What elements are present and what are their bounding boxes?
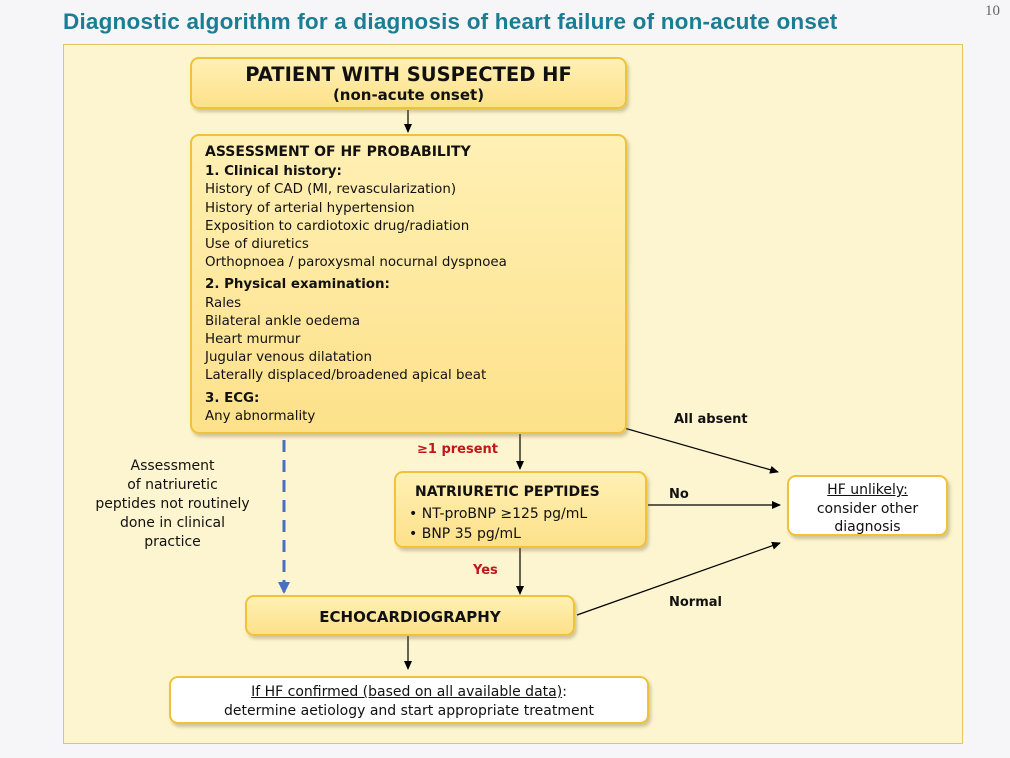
echo-label: ECHOCARDIOGRAPHY xyxy=(319,608,501,626)
final-line-2: determine aetiology and start appropriat… xyxy=(224,702,594,719)
clinical-history-item: Orthopnoea / paroxysmal nocurnal dyspnoe… xyxy=(205,255,507,271)
hf-unlikely-line: consider other xyxy=(816,500,919,517)
ecg-item: Any abnormality xyxy=(205,408,316,424)
assessment-heading: ASSESSMENT OF HF PROBABILITY xyxy=(205,144,471,160)
normal-label: Normal xyxy=(669,595,722,610)
side-note-line: practice xyxy=(144,534,201,550)
natriuretic-peptides-box: NATRIURETIC PEPTIDES NT-proBNP ≥125 pg/m… xyxy=(394,471,647,548)
side-note-line: peptides not routinely xyxy=(95,496,250,512)
physical-exam-item: Laterally displaced/broadened apical bea… xyxy=(205,368,487,384)
physical-exam-item: Heart murmur xyxy=(205,332,301,348)
hf-confirmed-box: If HF confirmed (based on all available … xyxy=(169,676,649,724)
hf-unlikely-line: diagnosis xyxy=(834,519,901,535)
arrow-all-absent xyxy=(623,427,779,474)
clinical-history-item: Exposition to cardiotoxic drug/radiation xyxy=(205,218,470,234)
peptides-item: NT-proBNP ≥125 pg/mL xyxy=(409,504,645,524)
clinical-history-item: History of arterial hypertension xyxy=(205,200,415,216)
no-label: No xyxy=(669,487,689,502)
physical-exam-item: Jugular venous dilatation xyxy=(205,350,372,366)
one-present-label: ≥1 present xyxy=(417,442,499,457)
physical-exam-item: Bilateral ankle oedema xyxy=(205,313,361,329)
hf-unlikely-box: HF unlikely: consider other diagnosis xyxy=(787,475,948,536)
final-colon: : xyxy=(562,684,567,700)
hf-unlikely-heading: HF unlikely: xyxy=(827,482,908,498)
side-note-line: done in clinical xyxy=(119,515,225,531)
clinical-history-heading: 1. Clinical history: xyxy=(205,164,342,180)
physical-exam-item: Rales xyxy=(205,295,242,311)
clinical-history-item: History of CAD (MI, revascularization) xyxy=(205,182,457,198)
peptides-heading: NATRIURETIC PEPTIDES xyxy=(415,484,600,500)
physical-exam-heading: 2. Physical examination: xyxy=(205,277,390,293)
all-absent-label: All absent xyxy=(674,412,748,427)
start-box-subtitle: (non-acute onset) xyxy=(332,86,485,104)
hf-probability-assessment-box: ASSESSMENT OF HF PROBABILITY 1. Clinical… xyxy=(190,134,627,434)
arrow-normal xyxy=(576,541,781,616)
side-note-line: of natriuretic xyxy=(127,477,218,493)
echocardiography-box: ECHOCARDIOGRAPHY xyxy=(245,595,575,636)
page-number: 10 xyxy=(985,3,1000,19)
slide-title: Diagnostic algorithm for a diagnosis of … xyxy=(63,9,838,34)
final-underlined-text: If HF confirmed (based on all available … xyxy=(251,684,563,700)
yes-label: Yes xyxy=(473,563,498,578)
side-note: Assessment of natriuretic peptides not r… xyxy=(80,457,265,552)
ecg-heading: 3. ECG: xyxy=(205,390,260,406)
clinical-history-item: Use of diuretics xyxy=(205,237,309,253)
patient-suspected-hf-box: PATIENT WITH SUSPECTED HF (non-acute ons… xyxy=(190,57,627,109)
peptides-item: BNP 35 pg/mL xyxy=(409,524,645,544)
final-line-1: If HF confirmed (based on all available … xyxy=(171,683,647,702)
start-box-title: PATIENT WITH SUSPECTED HF xyxy=(245,63,572,86)
side-note-line: Assessment xyxy=(130,458,215,474)
